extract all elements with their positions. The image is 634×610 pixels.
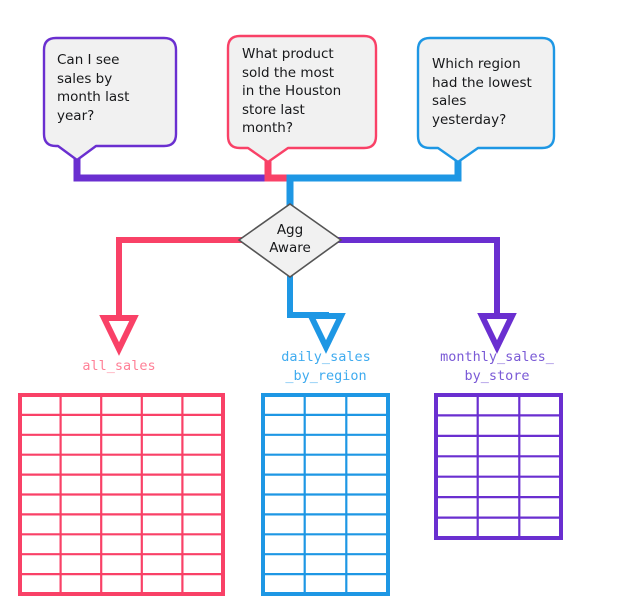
arrowhead-pink-all-sales bbox=[99, 315, 139, 356]
edge-pink-decision-to-all-sales bbox=[116, 237, 243, 323]
arrowhead-purple-monthly-sales bbox=[477, 313, 517, 354]
speech-bubble-shape-houston-product[interactable] bbox=[226, 34, 378, 164]
arrowhead-blue-daily-sales bbox=[306, 313, 346, 354]
speech-bubble-shape-monthly-sales[interactable] bbox=[42, 36, 178, 162]
table-grid-all-sales[interactable] bbox=[18, 393, 225, 596]
table-grid-monthly-sales-by-store[interactable] bbox=[434, 393, 563, 540]
decision-diamond-agg-aware[interactable] bbox=[237, 203, 343, 278]
table-grid-daily-sales-by-region[interactable] bbox=[261, 393, 390, 596]
edge-purple-decision-to-monthly-sales bbox=[337, 237, 500, 321]
edge-blue-question-to-decision bbox=[286, 151, 462, 209]
speech-bubble-shape-lowest-region[interactable] bbox=[416, 36, 556, 164]
edge-purple-question-to-decision bbox=[73, 151, 276, 182]
